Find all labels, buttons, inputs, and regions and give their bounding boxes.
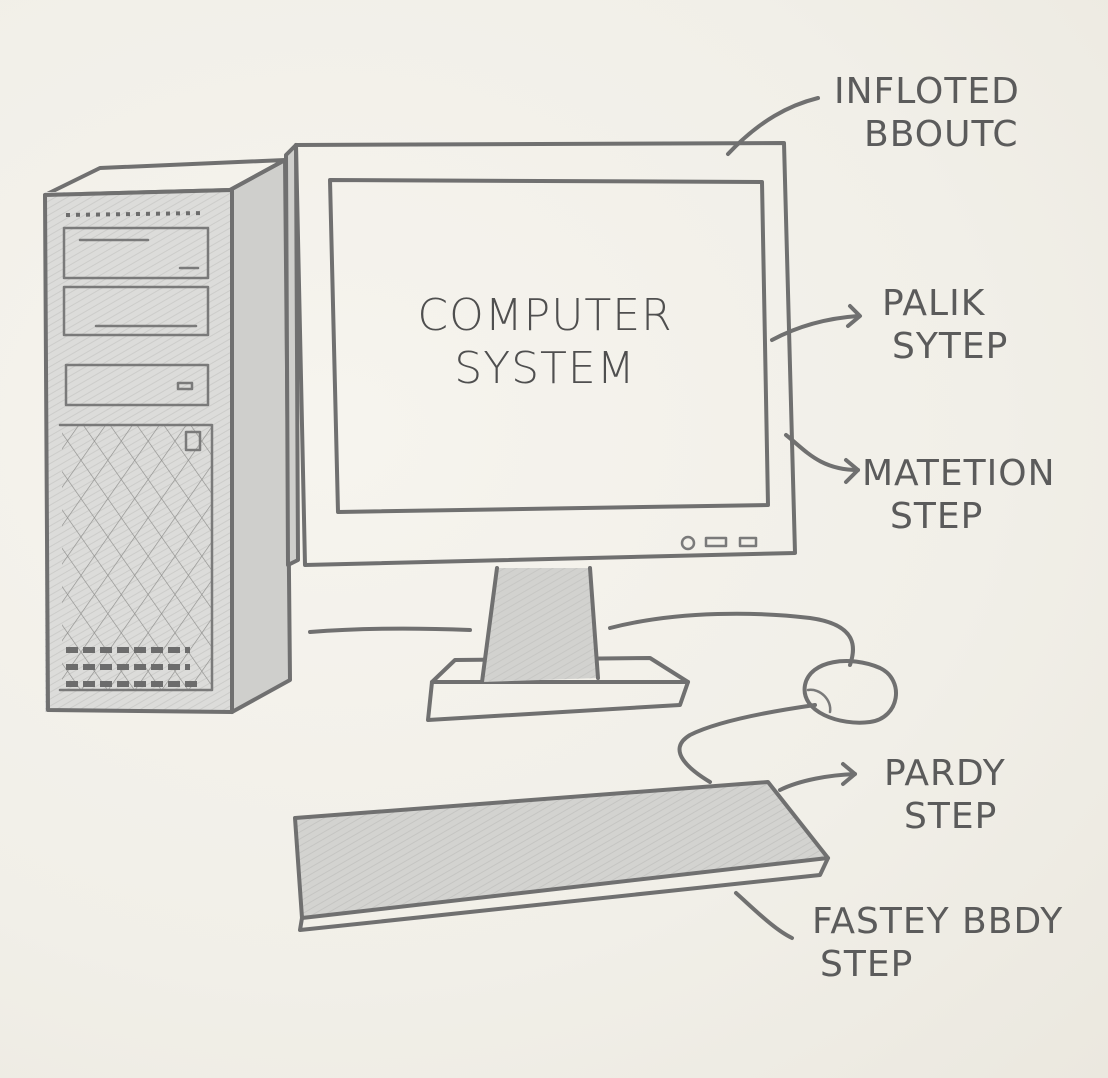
label-keyboard-top-line2: STEP [884,795,1006,838]
label-buttons: MATETION STEP [862,452,1056,538]
label-screen-line2: SYTEP [882,325,1008,368]
label-bezel: INFLOTED BBOUTC [834,70,1020,156]
label-bezel-line1: INFLOTED [834,70,1020,113]
label-keyboard-top: PARDY STEP [884,752,1006,838]
label-buttons-line1: MATETION [862,452,1056,495]
screen-title: COMPUTER SYSTEM [330,290,760,396]
label-keyboard-bottom-line2: STEP [812,943,1063,986]
tower-case [45,160,290,712]
mouse [805,661,896,723]
label-keyboard-bottom: FASTEY BBDY STEP [812,900,1063,986]
screen-title-line1: COMPUTER [330,290,760,343]
label-screen: PALIK SYTEP [882,282,1008,368]
label-buttons-line2: STEP [862,495,1056,538]
monitor-stand [428,568,688,720]
label-keyboard-top-line1: PARDY [884,752,1006,795]
label-screen-line1: PALIK [882,282,1008,325]
screen-title-line2: SYSTEM [330,343,760,396]
label-keyboard-bottom-line1: FASTEY BBDY [812,900,1063,943]
keyboard [295,782,828,930]
label-bezel-line2: BBOUTC [834,113,1020,156]
